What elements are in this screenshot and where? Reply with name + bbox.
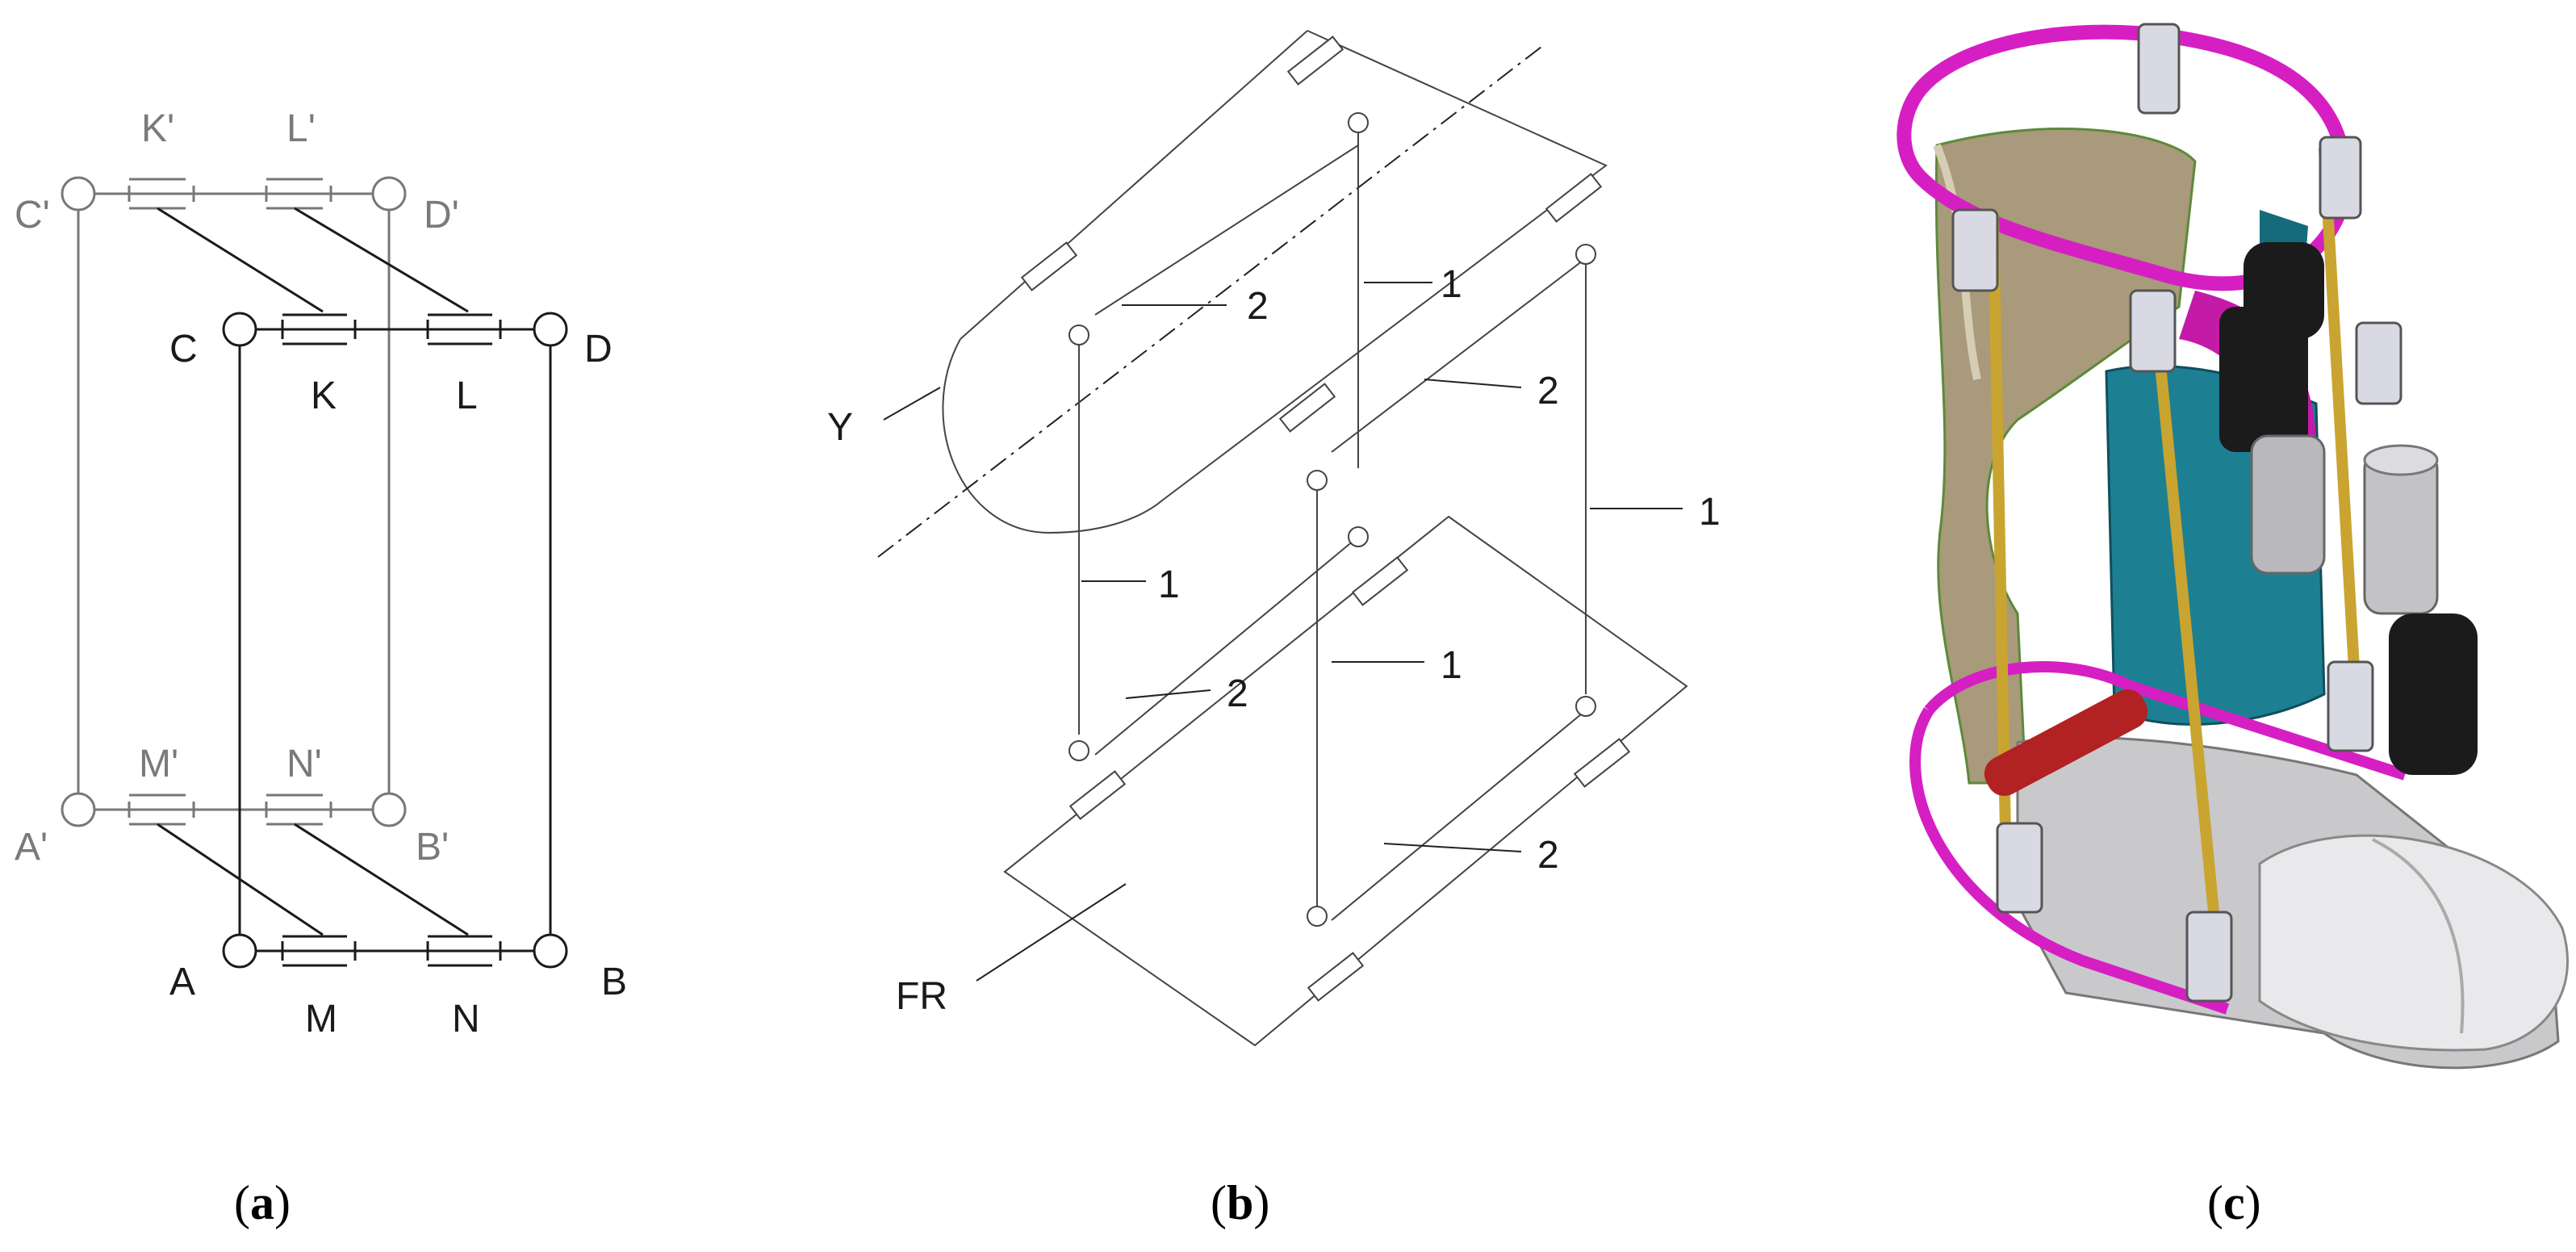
joint-d xyxy=(533,312,568,347)
front-frame xyxy=(222,312,568,969)
caption-c: (c) xyxy=(2207,1176,2261,1229)
joint-a xyxy=(222,933,257,969)
label-a: A xyxy=(169,961,195,1003)
joint-b-prime xyxy=(371,792,407,827)
joint-c-prime xyxy=(61,176,96,211)
gold-rods xyxy=(1988,144,2362,934)
joint-b xyxy=(533,933,568,969)
caption-b: (b) xyxy=(1211,1176,1269,1229)
red-pin xyxy=(1984,689,2148,796)
slider-k xyxy=(281,313,357,345)
label-foot: FR xyxy=(896,975,947,1018)
label-m: M xyxy=(305,998,337,1041)
upper-motor xyxy=(2219,242,2326,575)
label-thigh: Y xyxy=(827,406,853,449)
back-frame xyxy=(61,176,407,827)
label-d: D xyxy=(584,328,613,371)
leaders xyxy=(883,282,1683,982)
label-b: B xyxy=(601,961,627,1003)
label-l: L xyxy=(456,375,478,417)
joint-d-prime xyxy=(371,176,407,211)
lower-motor xyxy=(2363,444,2478,775)
diagonal-links xyxy=(157,207,469,936)
toe-cover xyxy=(2258,834,2570,1052)
label-link-bottom: 2 xyxy=(1537,834,1559,877)
brackets xyxy=(1951,23,2402,1003)
slider-l xyxy=(426,313,502,345)
label-d-prime: D' xyxy=(424,194,459,237)
label-k: K xyxy=(311,375,337,417)
knee-axis-line xyxy=(877,46,1542,558)
label-rod-mid: 1 xyxy=(1441,644,1462,687)
label-link-left: 2 xyxy=(1227,672,1248,715)
label-n-prime: N' xyxy=(286,743,322,785)
slider-m xyxy=(281,935,357,967)
label-link-top: 2 xyxy=(1247,285,1269,328)
label-m-prime: M' xyxy=(139,743,178,785)
joint-c xyxy=(222,312,257,347)
label-c-prime: C' xyxy=(15,194,50,237)
bottom-ring-magenta xyxy=(1909,661,2407,1015)
links xyxy=(1094,144,1587,921)
label-rod-top: 1 xyxy=(1441,263,1462,306)
joint-a-prime xyxy=(61,792,96,827)
label-k-prime: K' xyxy=(141,107,174,150)
rods xyxy=(1078,129,1587,908)
label-rod-right: 1 xyxy=(1699,491,1721,534)
label-b-prime: B' xyxy=(416,826,449,869)
label-l-prime: L' xyxy=(286,107,316,150)
label-c: C xyxy=(169,328,198,371)
thigh-plate xyxy=(877,30,1608,558)
caption-a: (a) xyxy=(234,1176,291,1229)
slider-blocks xyxy=(1020,36,1631,1002)
slider-n xyxy=(426,935,502,967)
label-a-prime: A' xyxy=(15,826,48,869)
panel-b: 2 1 2 1 1 1 2 2 Y FR (b) xyxy=(827,30,1721,1229)
label-n: N xyxy=(452,998,480,1041)
foot-plate xyxy=(1003,515,1688,1047)
label-rod-left: 1 xyxy=(1158,563,1180,606)
panel-c: (c) xyxy=(1896,23,2570,1229)
joints xyxy=(1068,112,1596,927)
label-link-right: 2 xyxy=(1537,370,1559,412)
panel-a: C' K' L' D' M' N' A' B' C K L D A M N B … xyxy=(15,107,627,1229)
